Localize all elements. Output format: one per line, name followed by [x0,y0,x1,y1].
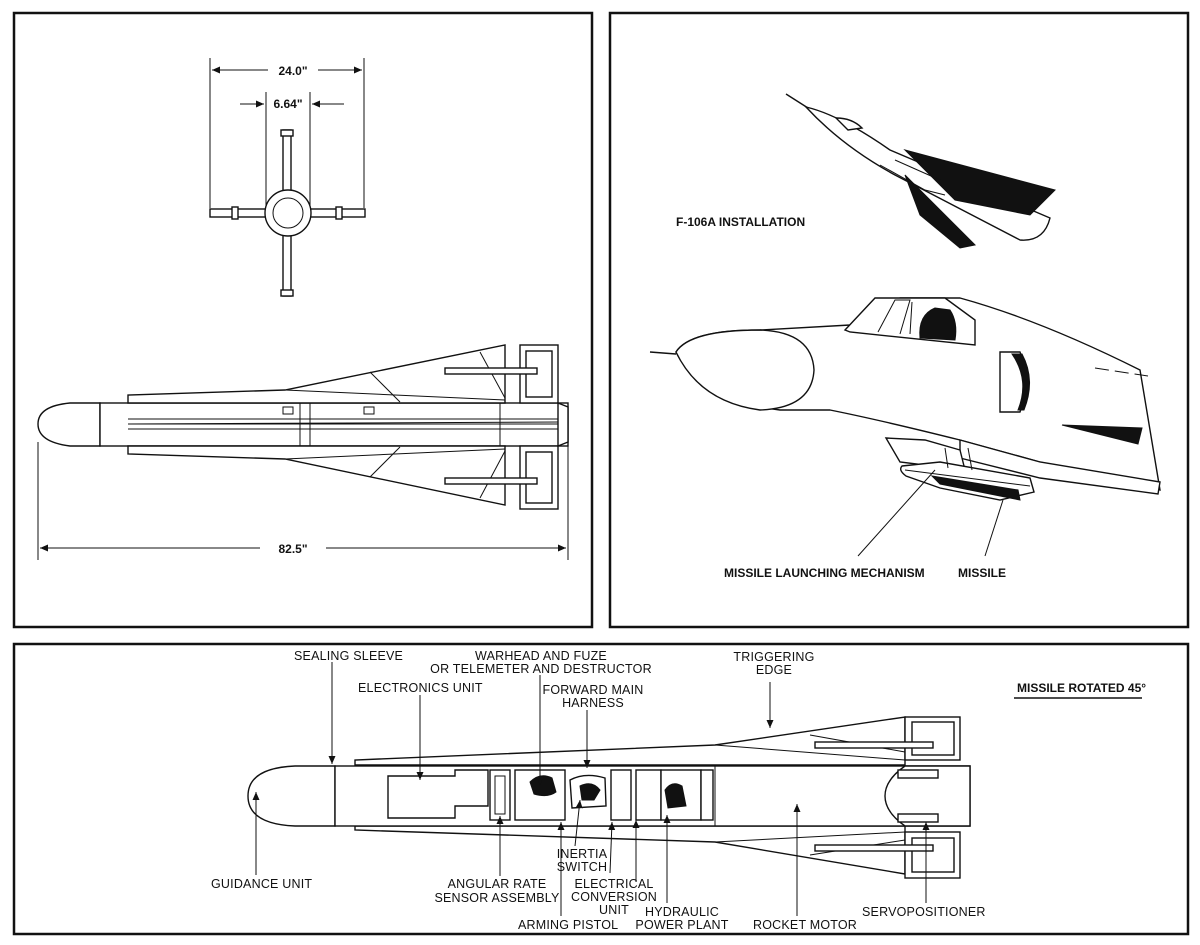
label-triggering-1: TRIGGERING [733,650,814,664]
label-warhead-1: WARHEAD AND FUZE [475,649,607,663]
cutaway-leaders [252,662,930,916]
rotated-header: MISSILE ROTATED 45° [1017,681,1146,695]
leader-electrical [608,821,616,874]
label-sealing-sleeve: SEALING SLEEVE [294,649,403,663]
label-electronics-unit: ELECTRONICS UNIT [358,681,483,695]
label-forward-1: FORWARD MAIN [542,683,643,697]
panel-dimensions-frame [12,11,594,629]
panel-dimensions: 24.0" 6.64" [12,11,594,629]
dim-body-label: 6.64" [273,97,302,111]
panel-cutaway: MISSILE ROTATED 45° [12,642,1190,936]
label-inertia-2: SWITCH [557,860,608,874]
label-mechanism: MISSILE LAUNCHING MECHANISM [724,566,925,580]
dimension-body: 6.64" [240,92,344,206]
leader-missile [984,499,1004,557]
dimension-length: 82.5" [37,442,569,560]
label-angular-2: SENSOR ASSEMBLY [434,891,559,905]
label-servopositioner: SERVOPOSITIONER [862,905,986,919]
label-forward-2: HARNESS [562,696,624,710]
leader-mechanism [857,469,936,557]
label-electrical-3: UNIT [599,903,629,917]
panel-installation: F-106A INSTALLATION [608,11,1190,629]
label-warhead-2: OR TELEMETER AND DESTRUCTOR [430,662,652,676]
label-electrical-1: ELECTRICAL [574,877,653,891]
installation-title: F-106A INSTALLATION [676,215,805,229]
label-inertia-1: INERTIA [557,847,608,861]
dimension-span: 24.0" [209,58,365,208]
label-guidance-unit: GUIDANCE UNIT [211,877,312,891]
label-missile: MISSILE [958,566,1006,580]
label-arming-pistol: ARMING PISTOL [518,918,618,932]
label-electrical-2: CONVERSION [571,890,657,904]
aircraft-small-view [785,93,1056,249]
missile-cutaway [247,716,971,879]
label-hydraulic-1: HYDRAULIC [645,905,719,919]
dim-length-label: 82.5" [278,542,307,556]
cutaway-labels: SEALING SLEEVE ELECTRONICS UNIT WARHEAD … [211,649,986,932]
label-hydraulic-2: POWER PLANT [635,918,728,932]
missile-front-view [209,129,366,297]
label-angular-1: ANGULAR RATE [448,877,547,891]
dim-span-label: 24.0" [278,64,307,78]
label-triggering-2: EDGE [756,663,792,677]
label-rocket-motor: ROCKET MOTOR [753,918,857,932]
missile-side-view [37,344,569,510]
leader-inertia [574,799,583,847]
aircraft-large-view [649,297,1161,501]
